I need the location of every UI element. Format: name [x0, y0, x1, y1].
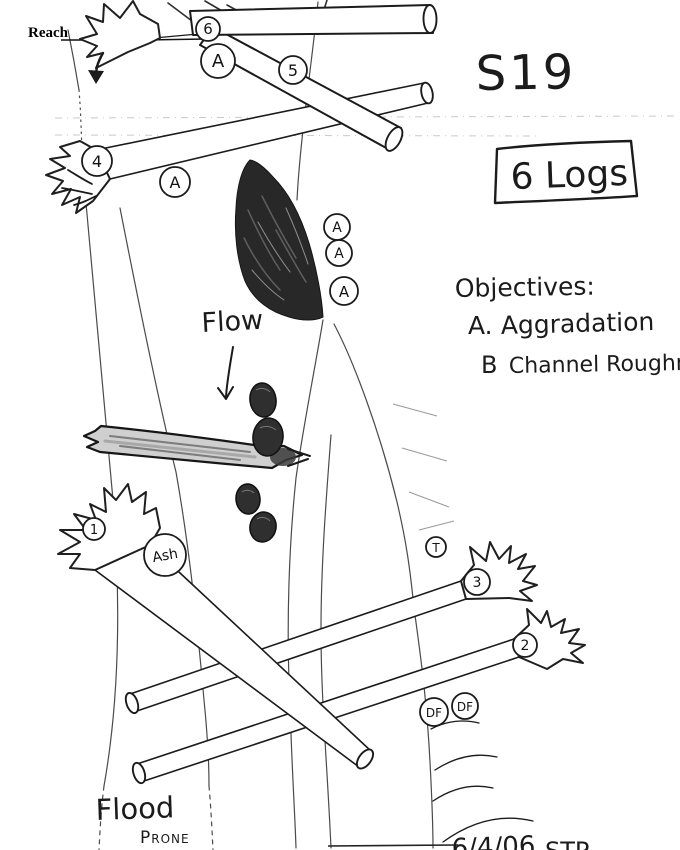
boulder [249, 382, 277, 418]
flow-arrow-icon [217, 346, 234, 400]
svg-text:6: 6 [203, 20, 213, 38]
svg-text:Ash: Ash [151, 546, 179, 566]
marker-circle-a-1: A [323, 213, 351, 241]
svg-text:DF: DF [457, 700, 473, 714]
right-bank-hatch-ticks [392, 403, 455, 531]
objectives-block: Objectives: A. Aggradation B Channel Rou… [455, 272, 680, 379]
boulder-cluster [235, 382, 284, 543]
svg-text:2: 2 [521, 638, 530, 654]
marker-circle-a-3: A [329, 276, 359, 306]
root-wad-6 [79, 0, 161, 84]
marker-circle-a-top: A [200, 43, 236, 79]
marker-circle-a-2: A [325, 239, 353, 267]
marker-circle-df-2: DF [451, 692, 479, 720]
marker-circle-3: 3 [463, 568, 491, 596]
log-1-ash [57, 483, 375, 770]
svg-text:T: T [431, 541, 440, 555]
svg-text:3: 3 [473, 575, 482, 591]
reach-label: Reach [28, 25, 69, 41]
log-6 [189, 4, 438, 36]
svg-text:A: A [334, 246, 344, 262]
bottom-edge-mark [327, 844, 459, 847]
marker-circle-t: T [425, 536, 447, 558]
marker-circle-a-left: A [159, 166, 191, 198]
marker-circle-2: 2 [512, 632, 538, 658]
log-count-label: 6 Logs [510, 153, 629, 198]
svg-text:5: 5 [288, 61, 298, 80]
footer-partial-handwriting: 6/4/06 STP [451, 831, 589, 850]
arrow-tail-icon [88, 70, 104, 84]
footer-date: 6/4/06 [451, 831, 536, 850]
svg-text:A: A [212, 51, 225, 72]
root-wad-1 [57, 483, 161, 571]
flood-label: Flood [95, 790, 175, 827]
lower-right-bank-hatching [430, 720, 534, 843]
flood-prone-annotation: Flood Prone [95, 790, 190, 848]
objective-b-prefix: B [481, 351, 497, 379]
marker-circle-4: 4 [81, 145, 113, 177]
marker-circle-1: 1 [82, 517, 106, 541]
log-count-box: 6 Logs [493, 139, 639, 205]
marker-circle-ash: Ash [143, 533, 187, 577]
svg-text:A: A [339, 283, 350, 301]
marker-circle-6: 6 [195, 16, 221, 42]
flow-label: Flow [201, 305, 264, 339]
prone-label: Prone [140, 828, 190, 848]
objectives-heading: Objectives: [455, 272, 595, 303]
boulder [249, 511, 277, 543]
flow-annotation: Flow [201, 305, 264, 400]
svg-text:A: A [170, 173, 181, 192]
objective-a-text: Aggradation [500, 307, 654, 340]
boulder [235, 483, 261, 515]
marker-circle-df-1: DF [419, 697, 449, 727]
objective-a-prefix: A. [468, 311, 493, 340]
site-id: S19 [475, 44, 577, 102]
svg-text:A: A [332, 220, 342, 236]
svg-text:1: 1 [90, 523, 98, 538]
svg-text:4: 4 [92, 152, 102, 171]
sediment-deposit-shape [234, 159, 324, 321]
footer-initials: STP [545, 837, 589, 850]
svg-text:DF: DF [426, 706, 442, 720]
objective-b-text: Channel Roughness [509, 350, 680, 379]
marker-circle-5: 5 [278, 55, 308, 85]
